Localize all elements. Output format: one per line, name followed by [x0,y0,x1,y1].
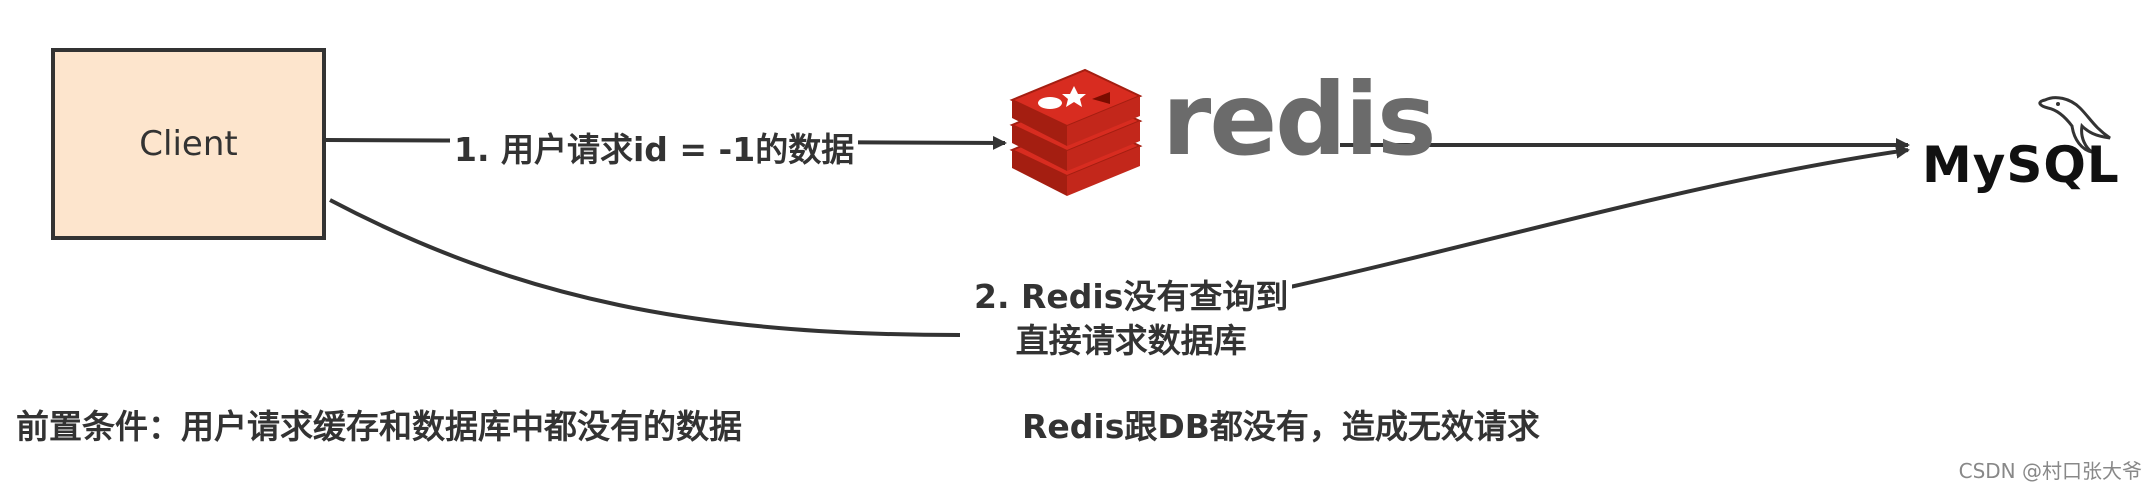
precondition-note: 前置条件：用户请求缓存和数据库中都没有的数据 [16,407,742,446]
request-edge-label: 1. 用户请求id = -1的数据 [450,123,859,171]
fallback-label-line-1: 2. Redis没有查询到 [974,277,1289,316]
result-note: Redis跟DB都没有，造成无效请求 [1022,407,1540,446]
fallback-to-mysql-arrow [1289,144,1910,289]
client-label: Client [139,124,238,164]
client-to-mysql-curve [329,198,961,337]
mysql-logo-text: MySQL [1922,136,2120,194]
redis-logo-text: redis [1162,61,1437,178]
redis-cube-icon [1009,68,1143,196]
client-node: Client [51,48,326,240]
fallback-edge-label: 2. Redis没有查询到 直接请求数据库 [970,275,1293,363]
watermark-text: CSDN @村口张大爷 [1958,459,2142,483]
mysql-dolphin-icon [2038,96,2111,154]
fallback-label-line-2: 直接请求数据库 [1015,321,1247,360]
